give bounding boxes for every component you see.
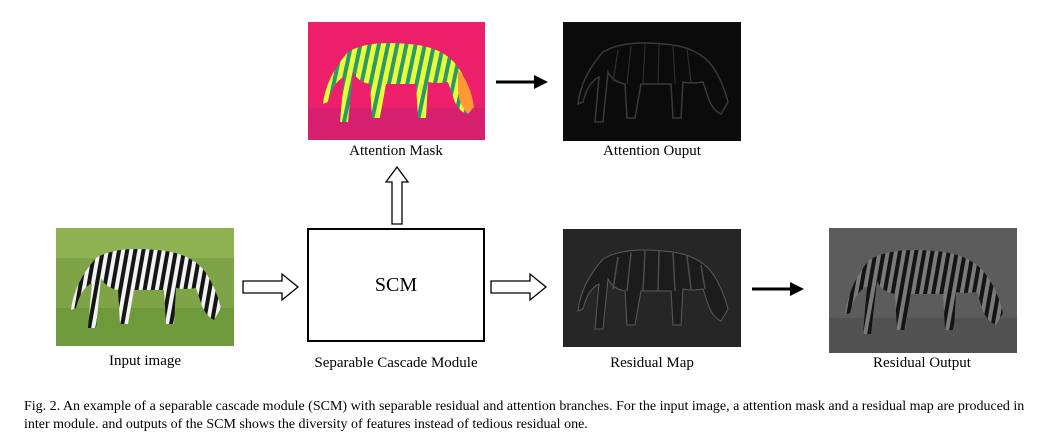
residual-output-image (829, 228, 1017, 353)
attention-output-label: Attention Ouput (603, 143, 701, 159)
input-image-label: Input image (108, 353, 182, 369)
hollow-arrow-scm-to-residual (490, 273, 548, 301)
scm-box: SCM (307, 228, 485, 342)
attention-output-image (563, 22, 741, 141)
attention-mask-image (308, 22, 485, 140)
attention-mask-label: Attention Mask (349, 143, 443, 159)
residual-map-label: Residual Map (610, 355, 694, 371)
residual-map-image (563, 229, 741, 347)
hollow-arrow-input-to-scm (242, 273, 300, 301)
scm-box-text: SCM (374, 273, 418, 296)
figure-caption: Fig. 2. An example of a separable cascad… (24, 399, 1025, 432)
hollow-arrow-scm-to-mask (385, 166, 409, 225)
scm-label: Separable Cascade Module (314, 355, 478, 371)
solid-arrow-map-to-output (752, 282, 804, 296)
solid-arrow-mask-to-output (496, 75, 548, 89)
residual-output-label: Residual Output (873, 355, 971, 371)
input-image (56, 228, 234, 346)
